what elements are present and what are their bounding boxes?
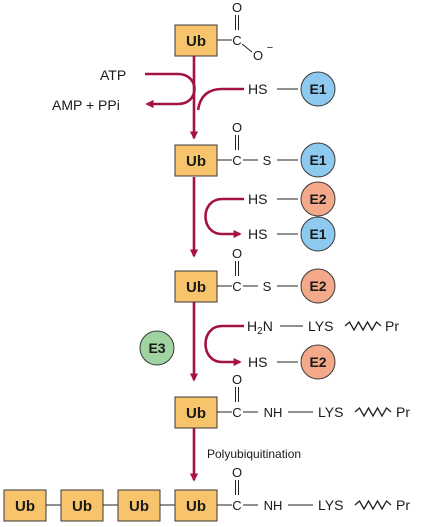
lys-label-1: LYS <box>308 318 333 334</box>
poly-ub-label-4: Ub <box>186 498 206 515</box>
carboxyl-o-minus: O <box>253 48 263 63</box>
h2n-label: H2N <box>247 318 273 337</box>
polyubiquitination-label: Polyubiquitination <box>207 447 301 461</box>
thioester-c-2: C <box>232 279 241 294</box>
ub-label-4: Ub <box>186 405 206 422</box>
e2-label-3: E2 <box>309 354 326 370</box>
hs-label-2: HS <box>248 191 267 207</box>
e1-enzyme-3 <box>300 216 336 252</box>
e3-label: E3 <box>148 340 165 356</box>
poly-ub-label-3: Ub <box>129 498 149 515</box>
ub-box-2 <box>174 144 218 177</box>
protein-chain-1 <box>344 320 382 332</box>
thioester-s-2: S <box>263 279 272 294</box>
amide-o-2: O <box>232 465 242 480</box>
amide-nh-2: NH <box>264 498 283 513</box>
thioester-s-1: S <box>263 153 272 168</box>
pr-label-3: Pr <box>396 497 410 513</box>
poly-ub-label-2: Ub <box>72 498 92 515</box>
lys-label-2: LYS <box>318 404 343 420</box>
thioester-c-1: C <box>232 153 241 168</box>
poly-ub-label-1: Ub <box>15 498 35 515</box>
carboxyl-c: C <box>232 33 241 48</box>
e3-enzyme <box>139 330 175 366</box>
ub-label-3: Ub <box>186 279 206 296</box>
poly-ub-box-4 <box>174 489 218 522</box>
e2-enzyme-1 <box>300 181 336 217</box>
e2-transfer-curve <box>204 197 244 239</box>
lys-label-3: LYS <box>318 497 343 513</box>
e1-label-1: E1 <box>309 81 326 97</box>
ub-label-1: Ub <box>186 33 206 50</box>
ub-box-4 <box>174 396 218 429</box>
hs-label-4: HS <box>248 354 267 370</box>
amide-o-1: O <box>232 372 242 387</box>
amide-c-2: C <box>232 498 241 513</box>
amide-c-1: C <box>232 405 241 420</box>
e2-enzyme-2 <box>300 268 336 304</box>
pr-label-2: Pr <box>396 404 410 420</box>
pr-label-1: Pr <box>385 318 399 334</box>
e2-label-1: E2 <box>309 191 326 207</box>
e2-label-2: E2 <box>309 278 326 294</box>
hs-label-1: HS <box>248 81 267 97</box>
e1-join-curve <box>196 87 244 111</box>
hs-label-3: HS <box>248 226 267 242</box>
poly-ub-box-3 <box>117 489 161 522</box>
carboxyl-o-top: O <box>232 0 242 15</box>
protein-chain-3 <box>354 499 392 511</box>
e1-label-3: E1 <box>309 226 326 242</box>
atp-label: ATP <box>100 67 126 83</box>
ub-box-3 <box>174 270 218 303</box>
atp-curve-arrow <box>145 72 196 109</box>
poly-ub-box-2 <box>60 489 104 522</box>
e2-enzyme-3 <box>300 344 336 380</box>
protein-chain-2 <box>354 406 392 418</box>
e1-enzyme-1 <box>300 71 336 107</box>
thioester-o-2: O <box>232 246 242 261</box>
thioester-o-1: O <box>232 120 242 135</box>
e1-label-2: E1 <box>309 152 326 168</box>
lys-transfer-curve <box>204 324 244 367</box>
ub-box-1 <box>174 24 218 57</box>
amide-nh-1: NH <box>264 405 283 420</box>
amp-ppi-label: AMP + PPi <box>52 97 120 113</box>
e1-enzyme-2 <box>300 142 336 178</box>
ub-label-2: Ub <box>186 153 206 170</box>
carboxyl-charge: − <box>267 42 273 54</box>
